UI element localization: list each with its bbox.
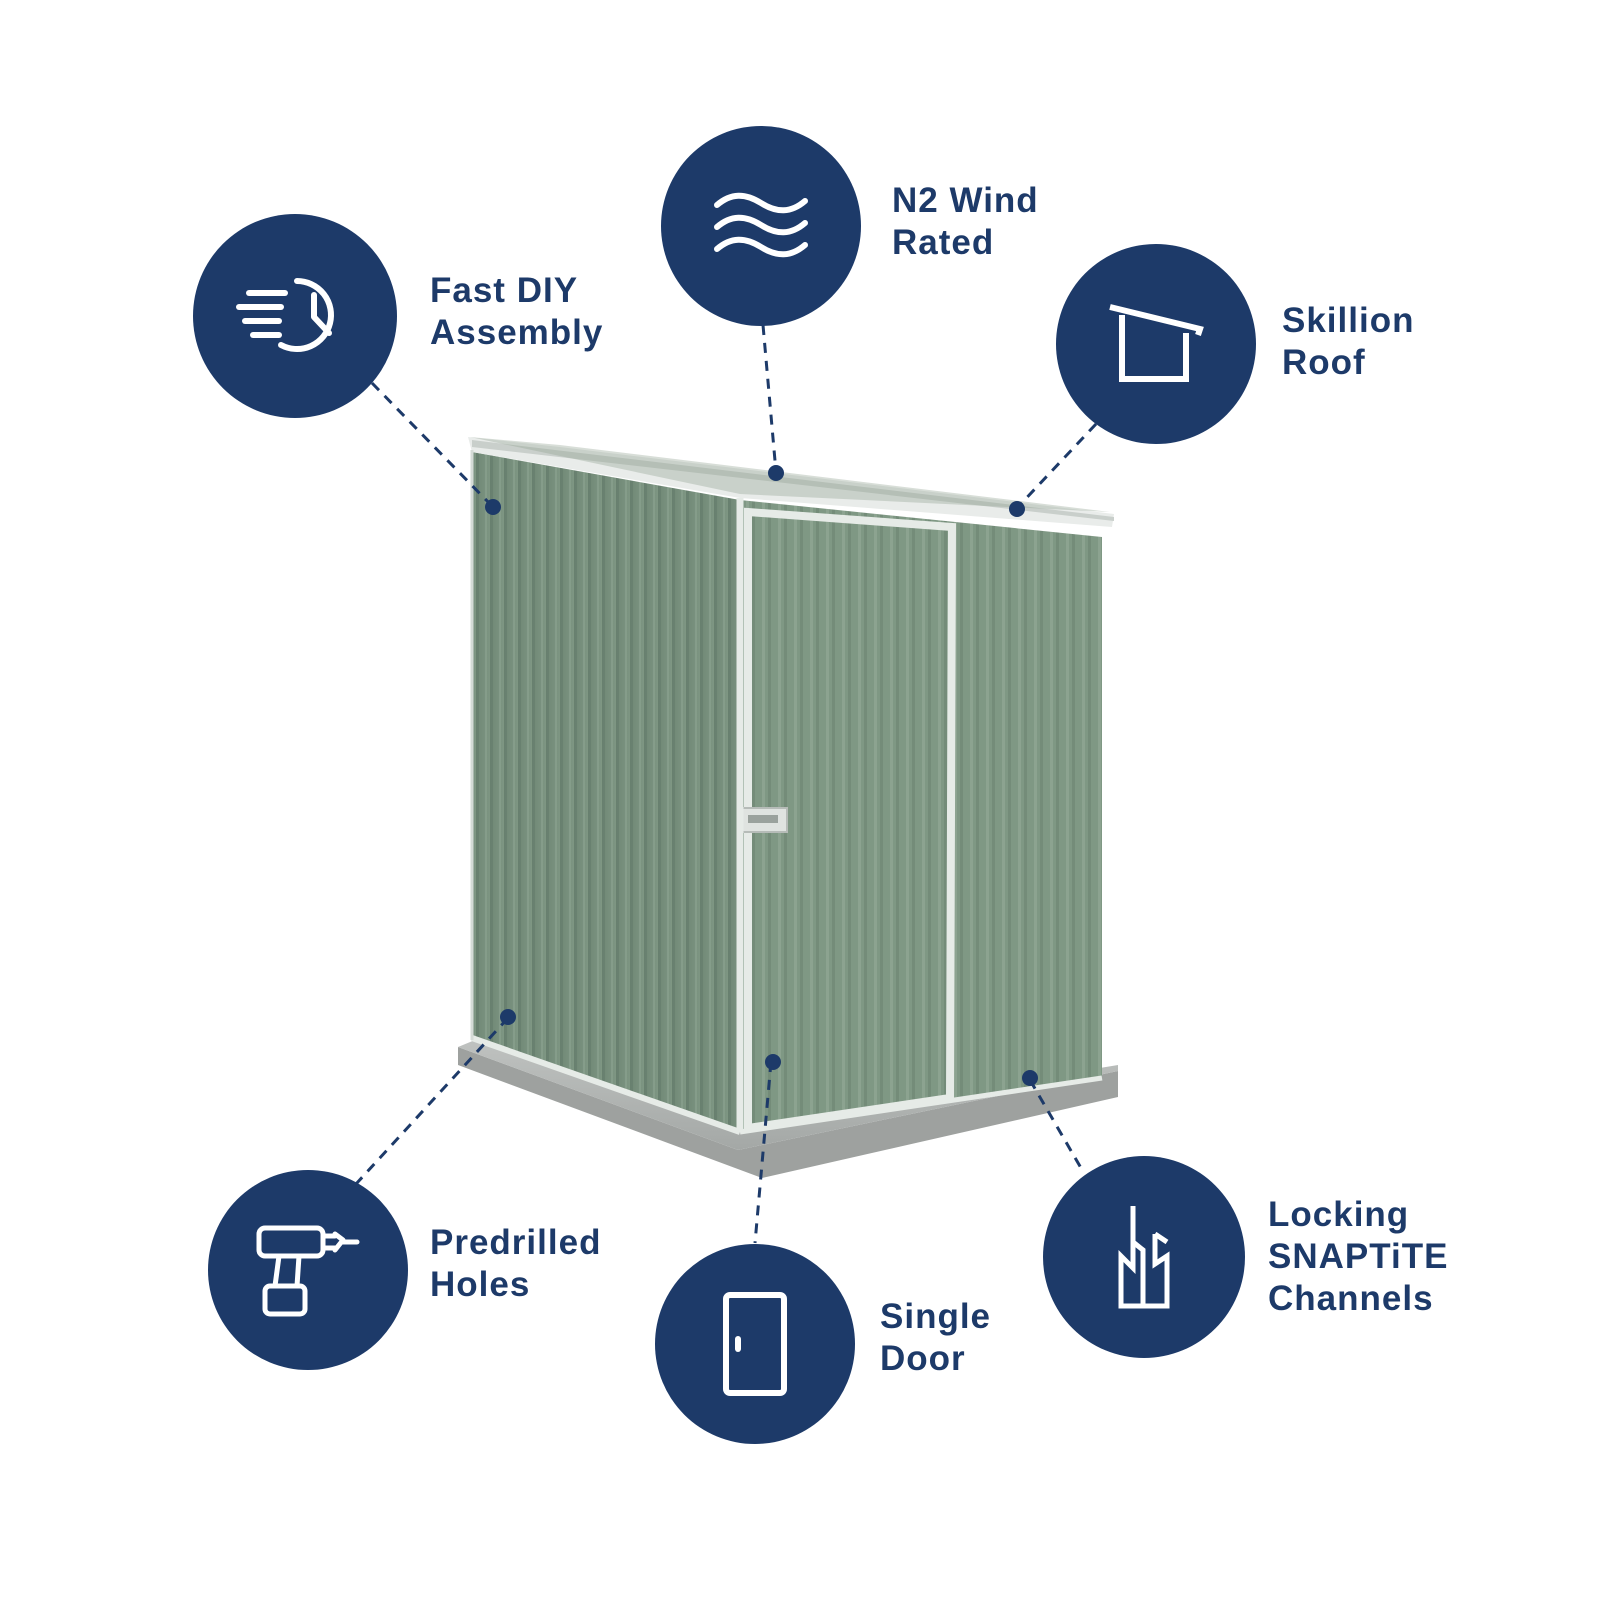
callout-dot	[485, 499, 501, 515]
skillion-roof-label-line-1: Skillion	[1282, 301, 1415, 340]
drill-icon	[256, 1225, 360, 1317]
single-door-badge	[655, 1244, 855, 1444]
single-door-label-line-2: Door	[880, 1339, 966, 1378]
wind-waves-icon	[714, 192, 808, 258]
leader-predrilled-holes	[354, 1016, 510, 1186]
locking-snaptite-channels-badge	[1043, 1156, 1245, 1358]
leader-single-door	[753, 1061, 773, 1244]
single-door-label-line-1: Single	[880, 1297, 992, 1336]
fast-diy-assembly-badge	[193, 214, 397, 418]
locking-snaptite-channels-label-line-2: SNAPTiTE	[1268, 1237, 1449, 1276]
snaptite-channel-icon	[1118, 1206, 1170, 1309]
shed-roof	[468, 437, 1114, 527]
single-door-label: Single Door	[880, 1296, 991, 1380]
predrilled-holes-label-line-1: Predrilled	[430, 1223, 602, 1262]
predrilled-holes-badge	[208, 1170, 408, 1370]
locking-snaptite-channels-label-line-3: Channels	[1268, 1279, 1434, 1318]
locking-snaptite-channels-label-line-1: Locking	[1268, 1195, 1410, 1234]
callout-dot	[768, 465, 784, 481]
leader-skillion-roof	[1015, 422, 1098, 510]
predrilled-holes-label: Predrilled Holes	[430, 1222, 601, 1306]
callout-dot	[765, 1054, 781, 1070]
fast-diy-assembly-label: Fast DIY Assembly	[430, 270, 603, 354]
n2-wind-rated-label-line-1: N2 Wind	[892, 181, 1039, 220]
skillion-roof-badge	[1056, 244, 1256, 444]
n2-wind-rated-badge	[661, 126, 861, 326]
skillion-roof-icon	[1109, 304, 1204, 382]
skillion-roof-label-line-2: Roof	[1282, 343, 1366, 382]
predrilled-holes-label-line-2: Holes	[430, 1265, 531, 1304]
callout-dot	[1022, 1070, 1038, 1086]
door-icon	[723, 1292, 787, 1396]
fast-clock-icon	[236, 278, 334, 352]
leader-n2-wind-rated	[761, 324, 778, 473]
n2-wind-rated-label: N2 Wind Rated	[892, 180, 1039, 264]
n2-wind-rated-label-line-2: Rated	[892, 223, 995, 262]
leader-fast-diy-assembly	[370, 381, 493, 507]
skillion-roof-label: Skillion Roof	[1282, 300, 1414, 384]
callout-dot	[1009, 501, 1025, 517]
fast-diy-assembly-label-line-1: Fast DIY	[430, 271, 579, 310]
fast-diy-assembly-label-line-2: Assembly	[430, 313, 604, 352]
callout-dot	[500, 1009, 516, 1025]
shed-side-wall	[472, 452, 740, 1132]
locking-snaptite-channels-label: Locking SNAPTiTE Channels	[1268, 1194, 1448, 1320]
leader-locking-snaptite-channels	[1028, 1079, 1083, 1169]
